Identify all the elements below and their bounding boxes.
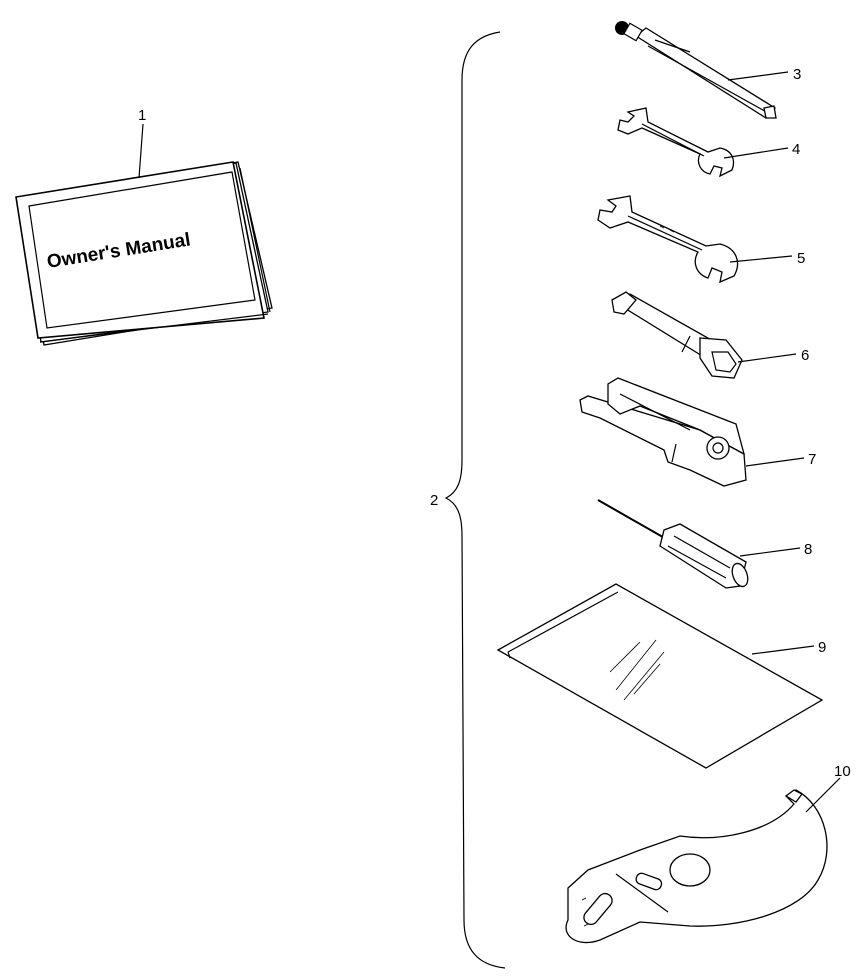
screwdriver	[597, 499, 749, 589]
leader-3	[727, 71, 789, 81]
leader-7	[745, 457, 805, 467]
callout-10: 10	[834, 763, 851, 780]
leader-10	[805, 777, 841, 813]
owners-manual-book: Owner's Manual	[15, 161, 273, 346]
large-open-end-wrench	[597, 195, 739, 284]
leader-1	[138, 123, 144, 179]
tool-kit-brace	[444, 31, 506, 969]
callout-4: 4	[792, 141, 800, 158]
callout-2: 2	[430, 492, 438, 509]
leader-8	[739, 547, 801, 557]
callout-3: 3	[793, 66, 801, 83]
spark-plug-tool-bracket	[579, 377, 747, 487]
leader-6	[737, 353, 797, 363]
leader-9	[751, 645, 815, 655]
callout-1: 1	[138, 107, 146, 124]
leader-5	[729, 255, 793, 263]
socket-tube-wrench	[611, 291, 743, 379]
callout-8: 8	[804, 541, 812, 558]
tool-pencil	[615, 21, 777, 119]
callout-5: 5	[797, 250, 805, 267]
small-open-end-wrench	[617, 107, 735, 178]
callout-6: 6	[801, 347, 809, 364]
leader-4	[723, 147, 789, 159]
callout-9: 9	[818, 639, 826, 656]
tool-pouch	[496, 583, 824, 769]
callout-7: 7	[808, 451, 816, 468]
hook-spanner	[565, 789, 828, 944]
